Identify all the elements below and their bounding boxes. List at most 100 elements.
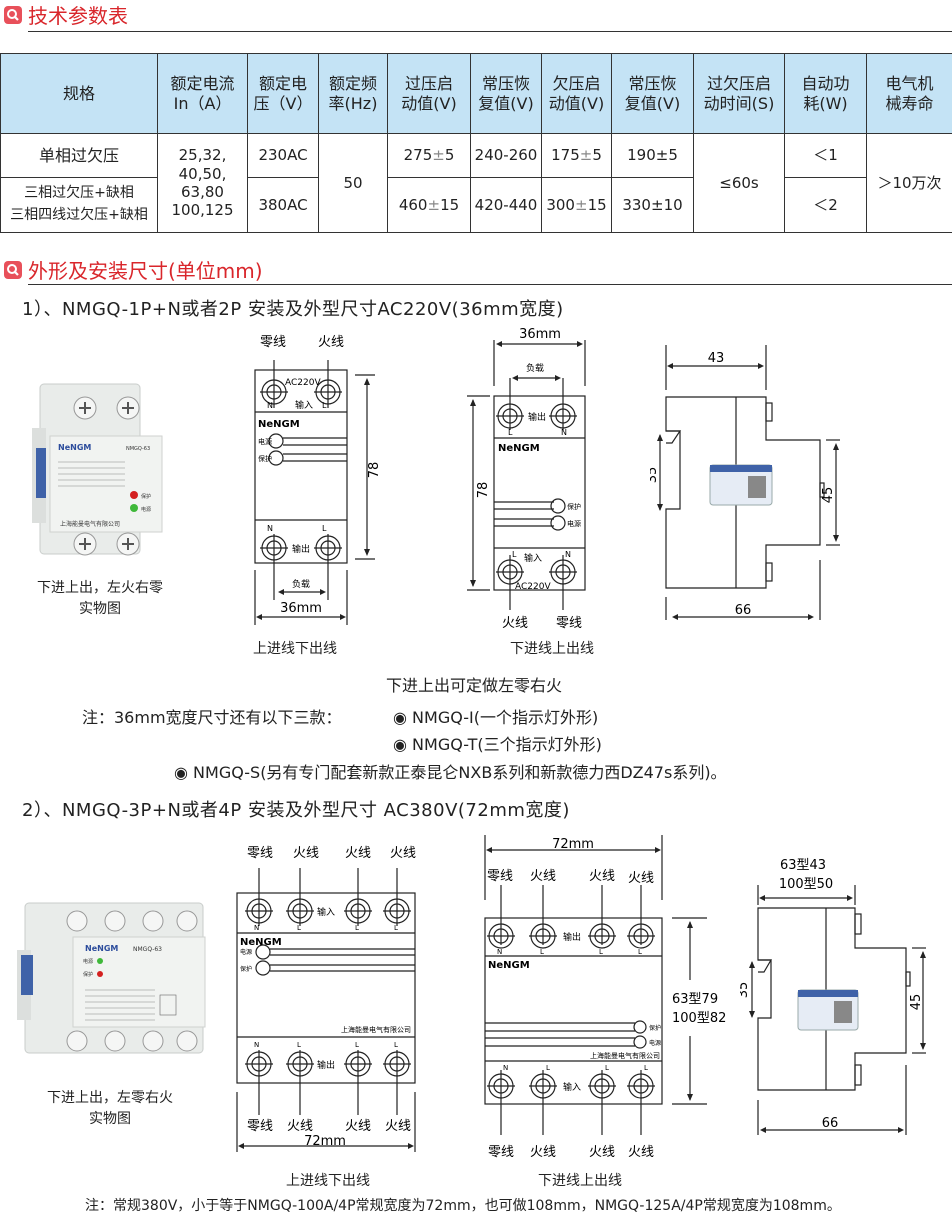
variant-note-prefix: 注：36mm宽度尺寸还有以下三款： (82, 708, 342, 727)
section-divider (28, 31, 952, 32)
svg-text:保护: 保护 (83, 971, 93, 978)
svg-text:火线: 火线 (530, 1145, 556, 1160)
cell-life: ＞10万次 (866, 133, 952, 233)
bullet-icon: ◉ (393, 735, 413, 754)
svg-text:L: L (322, 401, 327, 410)
header-voltage: 额定电压（V） (247, 53, 319, 134)
search-icon (4, 5, 22, 24)
cell-voltage: 380AC (247, 177, 319, 233)
svg-text:L: L (599, 948, 603, 956)
live-wire-label: 火线 (502, 616, 528, 631)
svg-text:电源: 电源 (649, 1039, 661, 1047)
svg-text:火线: 火线 (293, 846, 319, 861)
svg-text:上海能曼电气有限公司: 上海能曼电气有限公司 (590, 1051, 660, 1060)
svg-text:N: N (497, 948, 502, 956)
svg-text:N: N (267, 401, 273, 410)
product-photo-2p: NeNGM NMGQ-63 保护 电源 上海能曼电气有限公司 (32, 383, 163, 556)
variant-item: ◉ NMGQ-S(另有专门配套新款正泰昆仑NXB系列和新款德力西DZ47s系列)… (174, 763, 727, 782)
diagram-caption: 下进线上出线 (510, 641, 594, 657)
header-overvoltage-start: 过压启动值(V) (387, 53, 471, 134)
svg-text:输入: 输入 (295, 399, 313, 411)
header-spec: 规格 (0, 53, 158, 134)
svg-text:AC220V: AC220V (285, 378, 321, 388)
header-undervoltage-start: 欠压启动值(V) (541, 53, 612, 134)
svg-text:L: L (605, 1064, 609, 1072)
side-view-4p: 63型43 100型50 35 45 66 (740, 858, 926, 1135)
wiring-diagram-2p-bottom-in: 36mm 负载 输出 L N NeNGM 保护 电源 L 输入 N AC220V… (467, 327, 586, 631)
brand-logo: NeNGM (488, 960, 530, 971)
svg-text:L: L (297, 1041, 301, 1049)
svg-text:零线: 零线 (487, 869, 513, 884)
svg-text:N: N (565, 550, 571, 559)
svg-text:L: L (355, 924, 359, 932)
svg-text:L: L (638, 948, 642, 956)
neutral-wire-label: 零线 (556, 616, 582, 631)
part1-heading: 1）、NMGQ-1P+N或者2P 安装及外型尺寸AC220V(36mm宽度) (22, 299, 564, 320)
live-wire-label: 火线 (318, 335, 344, 350)
cell-undervoltage-start: 300±15 (541, 177, 612, 233)
svg-text:火线: 火线 (530, 869, 556, 884)
svg-text:电源: 电源 (240, 948, 252, 956)
header-frequency: 额定频率(Hz) (318, 53, 388, 134)
cell-power: ＜2 (784, 177, 867, 233)
svg-text:输入: 输入 (524, 552, 542, 564)
svg-text:火线: 火线 (628, 871, 654, 886)
brand-logo: NeNGM (240, 937, 282, 948)
svg-text:火线: 火线 (390, 846, 416, 861)
header-normal-recover-2: 常压恢复值(V) (611, 53, 694, 134)
svg-text:电源: 电源 (83, 958, 93, 965)
brand-logo: NeNGM (258, 419, 300, 430)
protect-led-icon (130, 491, 138, 499)
power-led-icon (97, 958, 103, 964)
bullet-icon: ◉ (393, 708, 413, 727)
width-dimension: 36mm (280, 601, 322, 616)
depth-dimension: 100型50 (779, 877, 833, 892)
svg-text:L: L (546, 1064, 550, 1072)
svg-text:N: N (561, 428, 567, 437)
header-start-time: 过欠压启动时间(S) (693, 53, 785, 134)
photo-brand: NeNGM (85, 944, 118, 953)
photo-model: NMGQ-63 (126, 446, 150, 452)
total-depth-dimension: 66 (822, 1116, 839, 1131)
section-title-specs: 技术参数表 (4, 0, 128, 29)
diagram-caption: 上进线下出线 (286, 1173, 370, 1189)
svg-text:零线: 零线 (247, 846, 273, 861)
photo-model: NMGQ-63 (133, 946, 162, 953)
svg-text:火线: 火线 (287, 1119, 313, 1134)
cell-frequency: 50 (318, 133, 388, 233)
section-divider (28, 284, 952, 285)
depth-dimension: 43 (708, 351, 725, 366)
svg-text:保护: 保护 (240, 965, 252, 973)
cell-normal-recover-2: 190±5 (611, 133, 694, 178)
search-icon (4, 260, 22, 279)
cell-normal-recover-1: 420-440 (470, 177, 542, 233)
svg-text:输出: 输出 (563, 931, 581, 943)
photo-caption: 下进上出，左零右火实物图 (47, 1090, 173, 1127)
cell-power: ＜1 (784, 133, 867, 178)
svg-text:L: L (297, 924, 301, 932)
section-title-text: 外形及安装尺寸(单位mm) (28, 259, 263, 283)
cell-overvoltage-start: 460±15 (387, 177, 471, 233)
svg-text:火线: 火线 (589, 869, 615, 884)
svg-text:N: N (254, 924, 259, 932)
height-dimension: 100型82 (672, 1011, 726, 1026)
svg-text:火线: 火线 (589, 1145, 615, 1160)
front-dimension: 45 (909, 994, 924, 1011)
svg-text:上海能曼电气有限公司: 上海能曼电气有限公司 (60, 520, 120, 528)
cell-undervoltage-start: 175±5 (541, 133, 612, 178)
svg-text:电源: 电源 (141, 506, 151, 513)
wiring-diagram-2p-top-in: 零线 火线 AC220V N 输入 L NeNGM 电源 保护 N L 输出 7… (254, 335, 382, 625)
svg-text:零线: 零线 (247, 1119, 273, 1134)
header-life: 电气机械寿命 (866, 53, 952, 134)
cell-normal-recover-1: 240-260 (470, 133, 542, 178)
height-dimension: 63型79 (672, 992, 718, 1007)
svg-text:保护: 保护 (567, 502, 581, 511)
svg-text:L: L (394, 1041, 398, 1049)
svg-text:L: L (512, 550, 517, 559)
cell-start-time: ≤60s (693, 133, 785, 233)
svg-text:输入: 输入 (563, 1081, 581, 1093)
photo-brand: NeNGM (58, 443, 91, 452)
part2-heading: 2）、NMGQ-3P+N或者4P 安装及外型尺寸 AC380V(72mm宽度) (22, 800, 570, 821)
